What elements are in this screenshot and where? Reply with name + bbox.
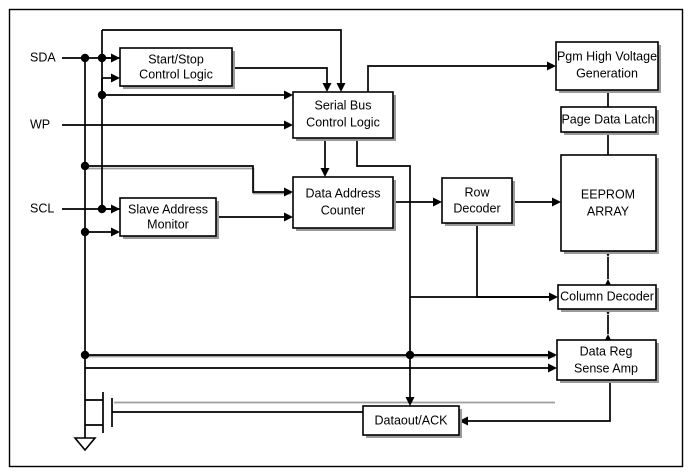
arrow-serialbus-counter [320, 168, 330, 177]
junction-dot-counterbus-datareg [405, 350, 415, 360]
block-label-line2: Control Logic [139, 67, 213, 81]
junction-dot-scl-serialbus [97, 90, 107, 100]
arrow-startstop-serialbus [322, 83, 332, 92]
block-label-line1: Data Address [305, 186, 380, 200]
arrow-scl-serialbus [284, 90, 293, 100]
block-label-line1: Column Decoder [560, 289, 654, 303]
arrow-scl-slave [111, 204, 120, 214]
wire-sda-to-counter [85, 165, 287, 193]
junction-dot-scl-top [97, 53, 107, 63]
wires [62, 29, 611, 438]
block-page-data-latch[interactable]: Page Data Latch [560, 106, 657, 133]
block-label-line1: Row [464, 185, 490, 199]
block-label-line1: Slave Address [128, 202, 208, 216]
block-slave-address-monitor[interactable]: Slave Address Monitor [119, 197, 217, 237]
port-label-sda: SDA [30, 50, 56, 64]
port-labels: SDA WP SCL [30, 50, 56, 215]
port-label-wp: WP [30, 117, 50, 131]
arrow-slave-counter [284, 212, 293, 222]
block-label-line2: Monitor [147, 217, 189, 231]
block-label-line2: Sense Amp [574, 361, 638, 375]
arrow-sda-counter [284, 187, 293, 197]
block-column-decoder[interactable]: Column Decoder [557, 284, 657, 310]
port-label-scl: SCL [30, 201, 54, 215]
arrow-sda-datareg [548, 363, 557, 373]
block-label-line1: Dataout/ACK [375, 413, 449, 427]
block-row-decoder[interactable]: Row Decoder [441, 177, 513, 224]
arrow-sda-startstop [111, 53, 120, 63]
arrow-counterbus-datareg [548, 350, 557, 360]
junction-dot-sda-datareg [80, 350, 90, 360]
block-label-line1: Page Data Latch [561, 112, 654, 126]
block-label-line2: Control Logic [306, 115, 380, 129]
block-data-address-counter[interactable]: Data Address Counter [292, 176, 394, 229]
block-label-line2: Decoder [453, 201, 500, 215]
diagram-border [8, 8, 684, 468]
block-label-line2: Counter [321, 203, 365, 217]
wire-serialbus-to-pgmhv [367, 65, 550, 92]
arrow-scltop-serialbus [336, 83, 346, 92]
junction-dot-sda-counter [80, 161, 90, 171]
block-label-line1: Serial Bus [315, 98, 372, 112]
block-label-line1: Data Reg [580, 344, 633, 358]
wire-scl-top-to-serialbus [102, 29, 342, 86]
junction-dots [80, 53, 415, 360]
block-serial-bus-control-logic[interactable]: Serial Bus Control Logic [292, 91, 394, 139]
ground-symbol [73, 437, 97, 452]
wire-rowdecoder-to-column [476, 223, 552, 298]
block-dataout-ack[interactable]: Dataout/ACK [362, 405, 460, 436]
arrow-to-column-decoder [549, 292, 558, 302]
block-start-stop-control-logic[interactable]: Start/Stop Control Logic [119, 47, 233, 87]
arrow-counter-dataout [405, 397, 415, 406]
blocks: Start/Stop Control Logic Serial Bus Cont… [119, 41, 659, 436]
junction-dot-sda-top [80, 53, 90, 63]
wire-datareg-to-dataout [463, 380, 611, 422]
block-data-reg-sense-amp[interactable]: Data Reg Sense Amp [556, 339, 657, 381]
arrow-datareg-dataout [459, 416, 468, 426]
wire-serialbus-to-column [356, 138, 552, 298]
arrow-counter-rowdecoder [433, 197, 442, 207]
junction-dot-sda-slave [80, 227, 90, 237]
block-label-line1: Pgm High Voltage [557, 49, 657, 63]
block-label-line2: ARRAY [587, 204, 630, 218]
arrow-wp-serialbus [284, 120, 293, 130]
block-eeprom-array[interactable]: EEPROM ARRAY [560, 154, 657, 252]
arrow-scl-startstop [111, 73, 120, 83]
block-label-line1: EEPROM [581, 187, 635, 201]
arrow-serialbus-pgmhv [547, 61, 556, 71]
block-pgm-high-voltage-generation[interactable]: Pgm High Voltage Generation [555, 41, 659, 91]
block-label-line2: Generation [576, 66, 638, 80]
arrow-sda-slave [111, 227, 120, 237]
block-label-line1: Start/Stop [148, 52, 204, 66]
junction-dot-scl-slave [97, 204, 107, 214]
arrow-rowdecoder-eeprom [552, 197, 561, 207]
wire-startstop-to-serialbus [232, 67, 328, 86]
